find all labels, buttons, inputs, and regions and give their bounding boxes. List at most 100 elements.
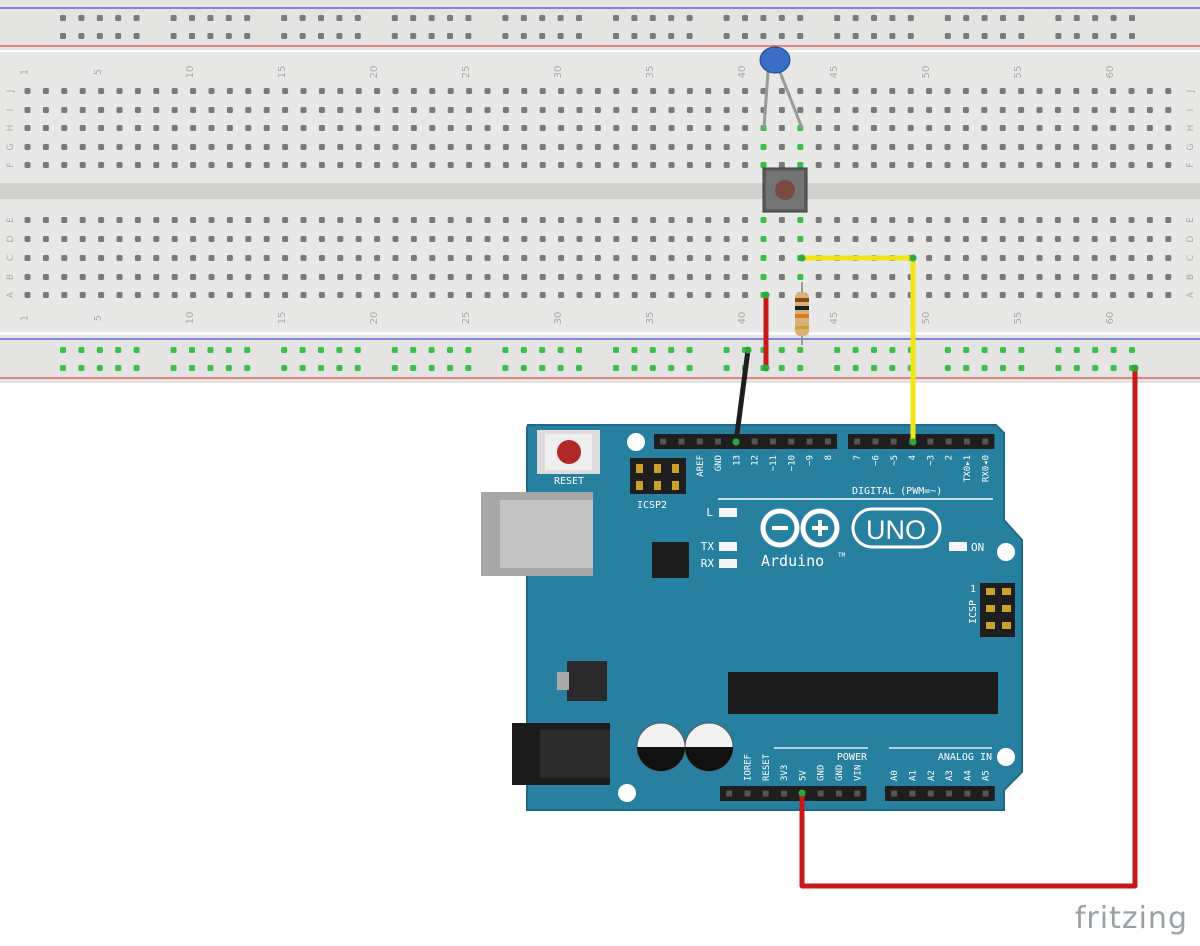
power-rail-hole[interactable] — [354, 347, 361, 353]
icsp-pin[interactable] — [1002, 622, 1011, 629]
breadboard-hole[interactable] — [999, 144, 1006, 150]
breadboard-hole[interactable] — [263, 217, 270, 223]
breadboard-hole[interactable] — [208, 255, 215, 261]
breadboard-hole[interactable] — [981, 217, 988, 223]
power-rail-hole[interactable] — [797, 33, 804, 39]
breadboard-hole[interactable] — [889, 88, 896, 94]
breadboard-hole[interactable] — [760, 217, 767, 223]
breadboard-hole[interactable] — [815, 125, 822, 131]
breadboard-hole[interactable] — [447, 162, 454, 168]
power-rail-hole[interactable] — [1055, 347, 1062, 353]
breadboard-hole[interactable] — [337, 88, 344, 94]
power-rail-hole[interactable] — [539, 347, 546, 353]
power-rail-hole[interactable] — [78, 365, 85, 371]
power-rail-hole[interactable] — [649, 347, 656, 353]
breadboard-hole[interactable] — [723, 162, 730, 168]
power-rail-hole[interactable] — [189, 15, 195, 21]
breadboard-hole[interactable] — [502, 144, 509, 150]
breadboard-hole[interactable] — [1036, 88, 1043, 94]
breadboard-hole[interactable] — [981, 125, 988, 131]
breadboard-hole[interactable] — [1018, 125, 1025, 131]
breadboard-hole[interactable] — [650, 292, 657, 298]
power-rail-hole[interactable] — [778, 33, 785, 39]
power-rail-hole[interactable] — [447, 365, 453, 371]
breadboard-hole[interactable] — [226, 217, 233, 223]
power-rail-hole[interactable] — [520, 15, 527, 21]
breadboard-hole[interactable] — [300, 125, 307, 131]
power-rail-hole[interactable] — [354, 33, 361, 39]
breadboard-hole[interactable] — [263, 107, 270, 113]
power-rail-hole[interactable] — [428, 15, 435, 21]
resistor[interactable] — [795, 282, 809, 345]
breadboard-hole[interactable] — [907, 162, 914, 168]
breadboard-hole[interactable] — [1091, 217, 1098, 223]
breadboard-hole[interactable] — [282, 236, 289, 242]
breadboard-hole[interactable] — [981, 162, 988, 168]
power-rail-hole[interactable] — [944, 347, 951, 353]
breadboard-hole[interactable] — [1073, 236, 1080, 242]
power-rail-hole[interactable] — [391, 365, 398, 371]
breadboard-hole[interactable] — [392, 274, 399, 280]
power-rail-hole[interactable] — [1073, 33, 1080, 39]
breadboard-hole[interactable] — [1110, 107, 1117, 113]
breadboard-hole[interactable] — [962, 125, 969, 131]
breadboard-hole[interactable] — [576, 144, 583, 150]
breadboard-hole[interactable] — [705, 236, 712, 242]
breadboard-hole[interactable] — [778, 255, 785, 261]
breadboard-hole[interactable] — [981, 274, 988, 280]
breadboard-hole[interactable] — [1036, 236, 1043, 242]
power-rail-hole[interactable] — [502, 15, 509, 21]
breadboard-hole[interactable] — [502, 162, 509, 168]
power-rail-hole[interactable] — [299, 365, 306, 371]
header-pin[interactable] — [890, 438, 897, 445]
breadboard-hole[interactable] — [668, 217, 675, 223]
header-pin[interactable] — [927, 438, 934, 445]
breadboard-hole[interactable] — [815, 144, 822, 150]
breadboard-hole[interactable] — [410, 236, 417, 242]
power-rail-hole[interactable] — [760, 15, 767, 21]
breadboard-hole[interactable] — [1146, 236, 1153, 242]
power-rail-hole[interactable] — [1129, 33, 1135, 39]
power-rail-hole[interactable] — [686, 365, 693, 371]
power-rail-hole[interactable] — [391, 347, 398, 353]
breadboard-hole[interactable] — [539, 236, 546, 242]
breadboard-hole[interactable] — [98, 88, 105, 94]
breadboard-hole[interactable] — [337, 255, 344, 261]
breadboard-hole[interactable] — [962, 144, 969, 150]
breadboard-hole[interactable] — [337, 292, 344, 298]
breadboard-hole[interactable] — [705, 144, 712, 150]
breadboard-hole[interactable] — [116, 88, 123, 94]
breadboard-hole[interactable] — [1054, 107, 1061, 113]
breadboard-hole[interactable] — [134, 88, 141, 94]
breadboard-hole[interactable] — [429, 107, 436, 113]
breadboard-hole[interactable] — [797, 107, 804, 113]
power-rail-hole[interactable] — [244, 365, 251, 371]
breadboard-hole[interactable] — [374, 88, 381, 94]
breadboard-hole[interactable] — [502, 107, 509, 113]
breadboard-hole[interactable] — [42, 107, 49, 113]
header-pin[interactable] — [806, 438, 813, 445]
power-rail-hole[interactable] — [336, 365, 343, 371]
breadboard-hole[interactable] — [962, 217, 969, 223]
breadboard-hole[interactable] — [834, 144, 841, 150]
breadboard-hole[interactable] — [153, 217, 160, 223]
breadboard-hole[interactable] — [1018, 236, 1025, 242]
breadboard-hole[interactable] — [889, 107, 896, 113]
power-rail-hole[interactable] — [244, 15, 251, 21]
breadboard-hole[interactable] — [410, 125, 417, 131]
power-rail-hole[interactable] — [170, 33, 177, 39]
power-rail-hole[interactable] — [207, 347, 214, 353]
breadboard-hole[interactable] — [502, 217, 509, 223]
breadboard-hole[interactable] — [815, 292, 822, 298]
breadboard-hole[interactable] — [300, 88, 307, 94]
power-rail-hole[interactable] — [336, 347, 343, 353]
breadboard-hole[interactable] — [392, 144, 399, 150]
breadboard-hole[interactable] — [226, 125, 233, 131]
header-pin[interactable] — [762, 790, 769, 797]
breadboard-hole[interactable] — [521, 88, 528, 94]
breadboard-hole[interactable] — [355, 162, 362, 168]
breadboard-hole[interactable] — [981, 88, 988, 94]
breadboard-hole[interactable] — [429, 162, 436, 168]
breadboard-hole[interactable] — [686, 217, 693, 223]
power-rail-hole[interactable] — [871, 365, 877, 371]
